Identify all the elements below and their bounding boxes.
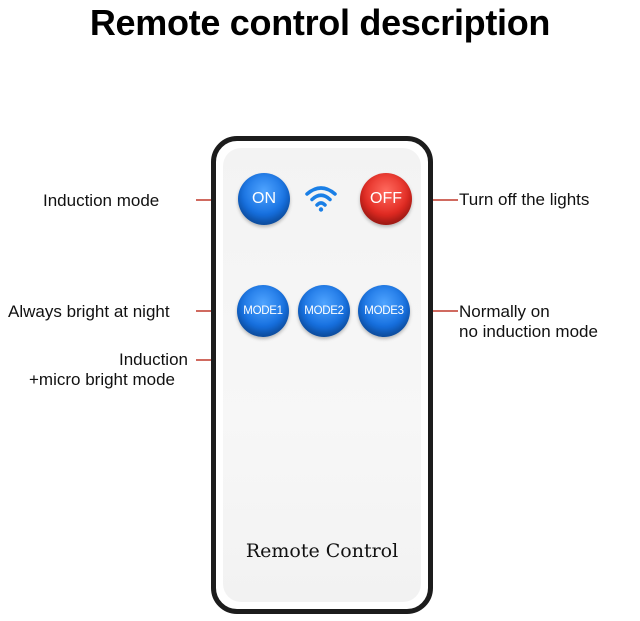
mode3-button[interactable]: MODE3 — [358, 285, 410, 337]
callout-induction-micro-line1: Induction — [119, 350, 188, 369]
callout-turn-off: Turn off the lights — [459, 190, 590, 209]
callout-normally-on-line1: Normally on — [459, 302, 550, 321]
mode2-button-label: MODE2 — [304, 305, 344, 317]
remote-brand-label: Remote Control — [245, 540, 399, 562]
callout-normally-on: Normally on no induction mode — [459, 302, 598, 342]
mode3-button-label: MODE3 — [364, 305, 404, 317]
callout-induction-mode: Induction mode — [43, 191, 160, 210]
callout-always-bright: Always bright at night — [8, 302, 170, 321]
callout-induction-micro: Induction +micro bright mode — [29, 350, 188, 390]
wifi-signal-icon — [305, 186, 337, 212]
mode1-button[interactable]: MODE1 — [237, 285, 289, 337]
on-button-label: ON — [252, 190, 276, 207]
off-button[interactable]: OFF — [360, 173, 412, 225]
off-button-label: OFF — [370, 190, 402, 207]
mode1-button-label: MODE1 — [243, 305, 283, 317]
page-title: Remote control description — [89, 2, 551, 43]
callout-normally-on-line2: no induction mode — [459, 322, 598, 341]
mode2-button[interactable]: MODE2 — [298, 285, 350, 337]
on-button[interactable]: ON — [238, 173, 290, 225]
callout-induction-micro-line2: +micro bright mode — [29, 370, 175, 389]
